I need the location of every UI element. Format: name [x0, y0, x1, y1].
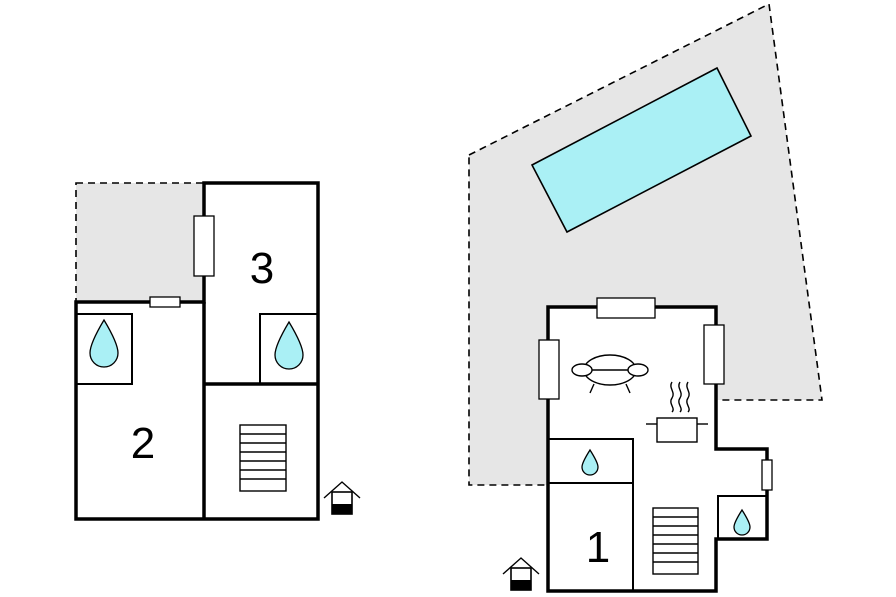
room-number-1: 1 [586, 523, 610, 572]
water-drop-icon [274, 320, 304, 370]
bathroom-3-wall [259, 313, 319, 385]
window-icon [761, 459, 773, 491]
window-icon [703, 324, 725, 385]
bathroom-2-wall [75, 313, 133, 385]
right-building: 1 [468, 2, 823, 593]
room-number-2: 2 [131, 419, 155, 468]
pool [530, 66, 753, 234]
bathroom-wall [547, 438, 634, 484]
left-terrace [75, 182, 205, 303]
water-drop-icon [581, 448, 599, 476]
water-drop-icon [733, 508, 751, 536]
window-icon [149, 296, 181, 308]
window-icon [596, 297, 656, 319]
room-number-3: 3 [250, 244, 274, 293]
window-icon [538, 339, 560, 400]
left-building: 2 3 [74, 181, 361, 521]
right-terrace [468, 2, 823, 486]
small-bathroom-wall [717, 495, 768, 540]
sofa-icon [571, 354, 649, 394]
entrance-icon [323, 481, 361, 515]
cooking-pot-icon [646, 381, 708, 443]
entrance-icon [502, 557, 540, 591]
stairs-icon [652, 507, 699, 575]
water-drop-icon [89, 318, 119, 368]
window-icon [193, 215, 215, 277]
stairs-icon [239, 424, 287, 492]
